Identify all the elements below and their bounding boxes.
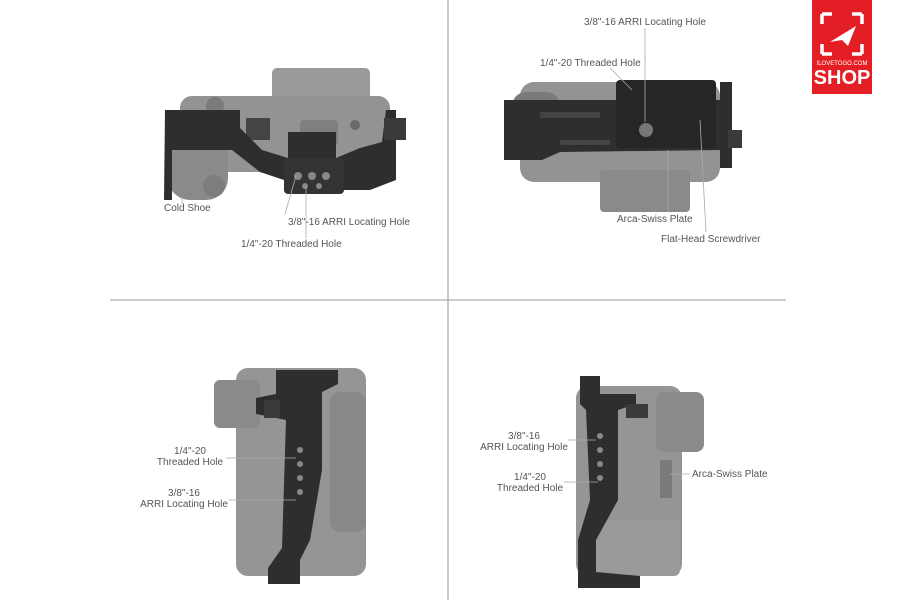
label-arri-hole-line2: ARRI Locating Hole (480, 442, 568, 453)
label-arri-hole-line1: 3/8"-16 (168, 488, 200, 499)
bottom-right-leader-lines (564, 439, 690, 483)
label-threaded-hole-line1: 1/4"-20 (514, 472, 546, 483)
top-right-leader-lines (609, 28, 707, 233)
bottom-left-leader-lines (226, 457, 296, 501)
label-arri-hole-side-right: 3/8"-16 ARRI Locating Hole (474, 431, 574, 453)
shop-logo-icon (812, 0, 872, 94)
label-threaded-hole-side-right: 1/4"-20 Threaded Hole (490, 472, 570, 494)
brand-tagline: ILOVETOGO.COM (816, 61, 868, 67)
label-arca-swiss-plate-side: Arca-Swiss Plate (692, 469, 768, 480)
cage-bottom-view (504, 80, 742, 168)
label-threaded-hole-line2: Threaded Hole (496, 483, 564, 494)
label-threaded-hole-line1: 1/4"-20 (174, 446, 206, 457)
label-threaded-hole-top: 1/4"-20 Threaded Hole (540, 58, 641, 69)
cage-side-view-right (578, 376, 672, 588)
top-left-leader-lines (181, 175, 307, 238)
label-cold-shoe: Cold Shoe (164, 203, 211, 214)
label-threaded-hole-line2: Threaded Hole (156, 457, 224, 468)
label-arri-locating-hole: 3/8"-16 ARRI Locating Hole (288, 217, 410, 228)
brand-name: SHOP (813, 67, 871, 89)
cage-top-view (164, 110, 406, 200)
label-arri-hole-line1: 3/8"-16 (508, 431, 540, 442)
label-flat-head-screwdriver: Flat-Head Screwdriver (661, 234, 761, 245)
label-arri-hole-line2: ARRI Locating Hole (140, 499, 228, 510)
label-threaded-hole-side-left: 1/4"-20 Threaded Hole (150, 446, 230, 468)
label-threaded-hole: 1/4"-20 Threaded Hole (241, 239, 342, 250)
label-arri-hole-side-left: 3/8"-16 ARRI Locating Hole (134, 488, 234, 510)
label-arca-swiss-plate: Arca-Swiss Plate (617, 214, 693, 225)
label-arri-locating-hole-top: 3/8"-16 ARRI Locating Hole (584, 17, 706, 28)
cage-side-view-left (256, 370, 338, 584)
